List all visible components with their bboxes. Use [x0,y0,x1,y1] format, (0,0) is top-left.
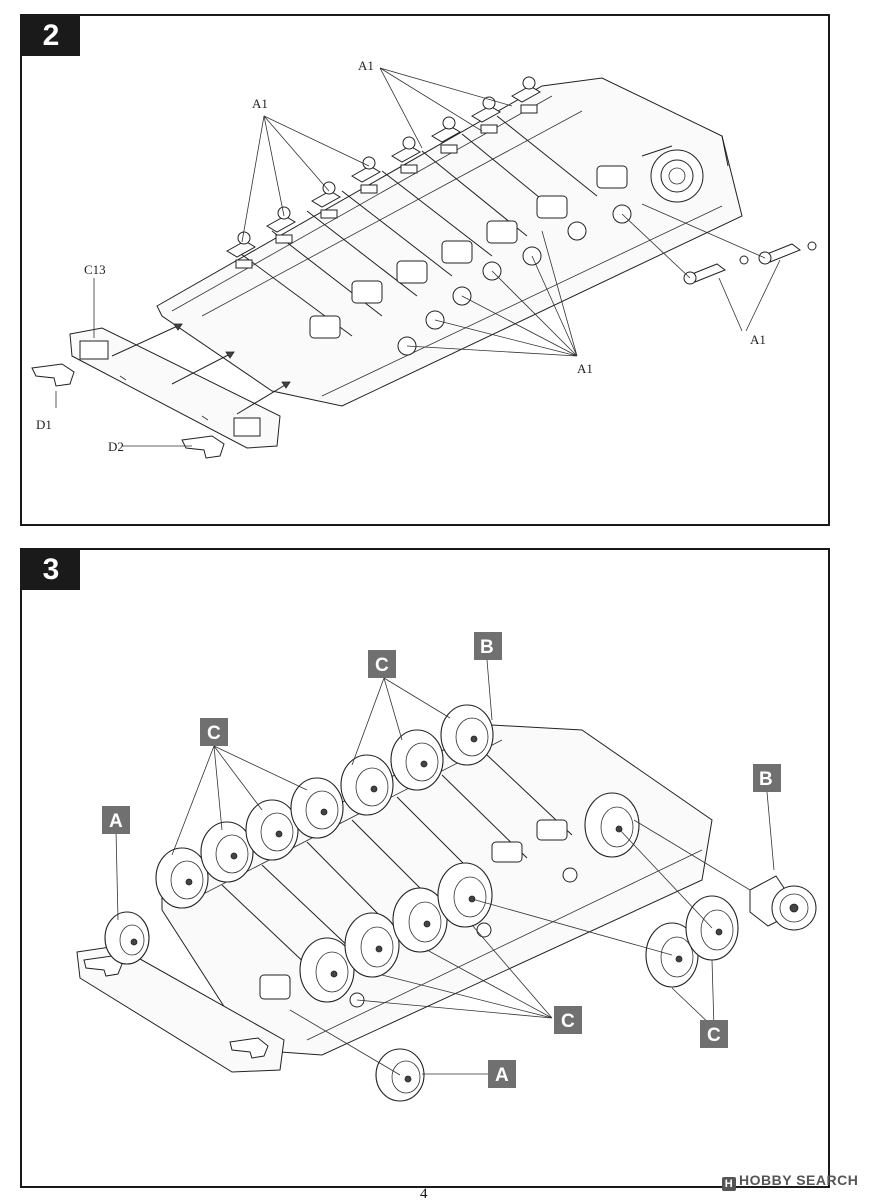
callout-c-bottom: C [554,1006,582,1034]
callout-b-top: B [474,632,502,660]
road-wheels-bottom-row [299,792,640,1003]
svg-text:B: B [759,769,773,790]
step-2-leader-lines [55,67,781,447]
page-number: 4 [420,1186,428,1202]
step-3-panel: 3 [20,548,830,1188]
suspension-units-bottom-row [309,165,632,356]
callout-c-left: C [200,718,228,746]
step-3-diagram: C B C A B C A C [76,632,817,1102]
front-plate [76,945,285,1073]
svg-text:A: A [495,1065,509,1086]
hull-cross-beams [221,754,573,971]
callout-a-left: A [102,806,130,834]
callout-d1: D1 [36,417,52,432]
drive-sprocket-right [633,819,817,931]
suspension-units [259,819,578,1008]
callout-d2: D2 [108,439,124,454]
svg-text:C: C [707,1025,721,1046]
callout-a1-topleft: A1 [252,96,268,111]
callout-a1-right: A1 [750,332,766,347]
svg-text:B: B [480,637,494,658]
callout-a1-bottom: A1 [577,361,593,376]
callout-c-bottom-right: C [700,1020,728,1048]
step-2-panel: 2 [20,14,830,526]
road-wheels-top-row [155,704,494,909]
loose-road-wheels-right [471,828,739,988]
loose-arms-right [621,203,817,285]
hobby-search-logo-icon: H [722,1177,736,1191]
watermark-text: HOBBY SEARCH [739,1172,859,1188]
loose-idler-wheel-bottom [289,1009,425,1102]
svg-text:C: C [375,655,389,676]
svg-text:C: C [207,723,221,744]
torsion-arms-top-row [226,76,541,269]
step-3-leader-lines [115,659,775,1075]
callout-a1-top: A1 [358,58,374,73]
hull-cross-beams [236,115,598,337]
svg-text:C: C [561,1011,575,1032]
step-3-badge: 3 [22,550,80,590]
drive-sprocket-housing [641,135,729,203]
part-d1 [31,363,75,387]
callout-c-top: C [368,650,396,678]
front-plate-c13 [69,327,281,449]
assembly-arrows [111,323,291,415]
idler-wheel-left [104,911,150,965]
step-2-diagram: A1 A1 A1 A1 C13 D1 D2 [31,58,817,459]
step-2-badge: 2 [22,16,80,56]
callout-b-right: B [753,764,781,792]
part-d2 [181,435,225,459]
hull-plate [161,724,713,1056]
callout-c13: C13 [84,262,106,277]
callout-a-bottom: A [488,1060,516,1088]
svg-text:A: A [109,811,123,832]
